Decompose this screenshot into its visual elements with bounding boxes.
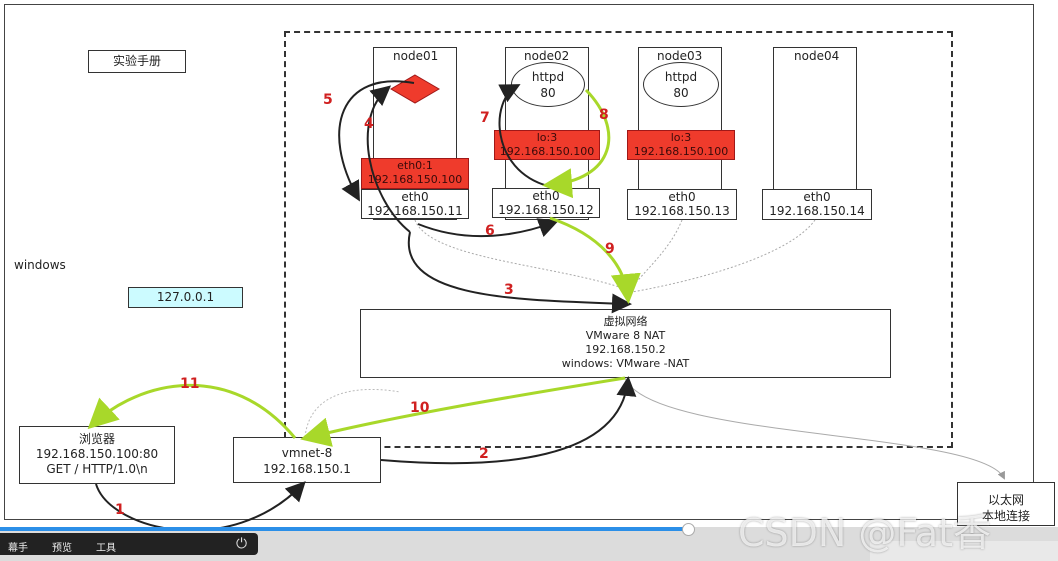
step-9: 9 [605, 241, 615, 257]
node03-service: httpd [664, 70, 698, 84]
progress-handle[interactable] [682, 523, 695, 536]
link-vmnet-up [304, 388, 401, 438]
ethernet-title: 以太网 [987, 493, 1024, 507]
node03-port: 80 [673, 86, 689, 100]
node03-alias-name: lo:3 [670, 131, 692, 144]
step-5: 5 [323, 92, 333, 108]
node02-title: node02 [524, 49, 570, 63]
vmnet8-ip: 192.168.150.1 [263, 462, 351, 476]
node01-alias-ip: 192.168.150.100 [367, 173, 463, 186]
node02-alias: lo:3 192.168.150.100 [494, 130, 600, 160]
node04-eth-ip: 192.168.150.14 [769, 204, 865, 218]
node01-eth-ip: 192.168.150.11 [367, 204, 463, 218]
vmnet8-title: vmnet-8 [281, 446, 333, 460]
arrow-5 [338, 80, 415, 202]
step-3: 3 [504, 282, 514, 298]
arrow-6 [417, 218, 559, 238]
node03-alias: lo:3 192.168.150.100 [627, 130, 735, 160]
arrow-8 [542, 88, 611, 199]
watermark: CSDN @Fat香 [738, 511, 991, 555]
browser-title: 浏览器 [78, 432, 115, 446]
taskbar: 幕手 预览 工具 ⏻ [0, 523, 1058, 561]
tray-area [870, 541, 1058, 561]
node01-alias-name: eth0:1 [397, 159, 433, 172]
manual-button[interactable]: 实验手册 [88, 50, 186, 73]
node02-service: httpd [531, 70, 565, 84]
node03-httpd: httpd 80 [643, 62, 719, 107]
node03-alias-ip: 192.168.150.100 [633, 145, 729, 158]
arrow-1 [95, 481, 306, 532]
power-icon[interactable]: ⏻ [236, 536, 248, 552]
node01-title: node01 [393, 49, 439, 63]
arrow-9 [549, 216, 641, 304]
node02-eth-ip: 192.168.150.12 [498, 203, 594, 217]
virtual-network-box: 虚拟网络 VMware 8 NAT 192.168.150.2 windows:… [360, 309, 891, 378]
windows-frame [4, 4, 1034, 520]
node03-eth-ip: 192.168.150.13 [634, 204, 730, 218]
node02-alias-name: lo:3 [536, 131, 558, 144]
browser-box: 浏览器 192.168.150.100:80 GET / HTTP/1.0\n [19, 426, 175, 484]
arrow-10 [300, 376, 626, 447]
virtual-network-line2: 192.168.150.2 [585, 343, 666, 356]
windows-label: windows [14, 258, 66, 272]
step-4: 4 [364, 116, 374, 132]
step-6: 6 [485, 223, 495, 239]
virtual-network-line3: windows: VMware -NAT [561, 357, 690, 370]
step-10: 10 [410, 400, 430, 416]
lvs-diamond [390, 74, 440, 104]
node04-eth-name: eth0 [803, 190, 831, 204]
taskbar-item-0[interactable]: 幕手 [8, 543, 28, 554]
taskbar-item-1[interactable]: 预览 [52, 543, 72, 554]
link-node01 [414, 219, 629, 291]
link-node03 [629, 219, 683, 291]
node04-eth0: eth0 192.168.150.14 [762, 189, 872, 220]
ethernet-subtitle: 本地连接 [981, 509, 1030, 523]
step-8: 8 [599, 107, 609, 123]
ethernet-box: 以太网 本地连接 [957, 482, 1055, 526]
node03-title: node03 [657, 49, 703, 63]
step-1: 1 [115, 502, 125, 518]
step-7: 7 [480, 110, 490, 126]
node02-httpd: httpd 80 [511, 62, 585, 107]
arrow-4 [366, 85, 411, 233]
node03-eth0: eth0 192.168.150.13 [627, 189, 737, 220]
link-node04 [631, 219, 816, 293]
arrow-3 [407, 231, 632, 314]
step-11: 11 [180, 376, 200, 392]
taskbar-item-2[interactable]: 工具 [96, 543, 116, 554]
node04-title: node04 [794, 49, 840, 63]
vm-region [284, 31, 953, 448]
arrow-2 [380, 376, 637, 465]
step-2: 2 [479, 446, 489, 462]
player-controls [0, 533, 258, 555]
node01-eth0: eth0 192.168.150.11 [361, 189, 469, 219]
loopback-box: 127.0.0.1 [128, 287, 243, 308]
node01-eth-name: eth0 [401, 190, 429, 204]
node01-alias: eth0:1 192.168.150.100 [361, 158, 469, 189]
virtual-network-title: 虚拟网络 [603, 315, 648, 328]
arrow-7 [498, 84, 549, 187]
node02-port: 80 [540, 86, 556, 100]
virtual-network-line1: VMware 8 NAT [585, 329, 666, 342]
link-to-ethernet [624, 377, 1005, 480]
progress-bar[interactable] [0, 527, 690, 531]
node03-eth-name: eth0 [668, 190, 696, 204]
browser-request: GET / HTTP/1.0\n [46, 462, 148, 476]
node02-alias-ip: 192.168.150.100 [499, 145, 595, 158]
browser-url: 192.168.150.100:80 [35, 447, 159, 461]
arrow-11 [87, 383, 297, 439]
